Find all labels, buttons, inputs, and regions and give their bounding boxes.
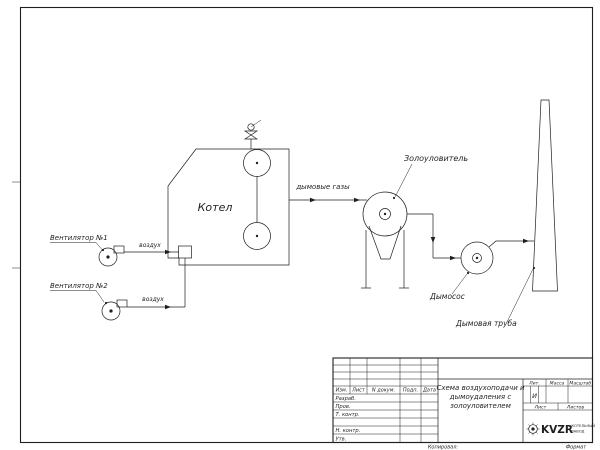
- flow-arrow-icon: [310, 197, 316, 203]
- ash-collector-leader: [392, 163, 413, 200]
- leader-dot: [466, 271, 470, 275]
- tb-header-ndoc: N докум.: [372, 388, 395, 394]
- ash-collector-symbol: [361, 191, 409, 289]
- tb-role-utv: Утв.: [336, 437, 347, 443]
- sheet-frame: [12, 6, 594, 444]
- tb-header-list: Лист: [351, 388, 366, 394]
- chimney-leader: [506, 266, 536, 323]
- valve-wheel: [247, 123, 255, 131]
- copied-label: Копировал:: [428, 445, 459, 450]
- company-name-line1: КОТЕЛЬНЫЙ: [572, 423, 596, 428]
- tb-role-prov: Пров.: [336, 404, 351, 410]
- fan-1-body: [98, 247, 118, 267]
- exhauster-center-dot: [475, 256, 479, 260]
- flow-arrow-icon: [450, 255, 456, 261]
- gear-tooth: [535, 424, 538, 427]
- leader-line: [506, 268, 534, 323]
- boiler-label: Котел: [198, 201, 233, 214]
- fan-2-body: [101, 301, 121, 321]
- fan-1-symbol: [98, 245, 125, 267]
- boiler-symbol: [167, 119, 290, 266]
- fan-2-hub: [109, 309, 113, 313]
- flow-arrow-icon: [523, 238, 529, 244]
- fan-2-label: Вентилятор №2: [50, 282, 108, 290]
- ash-collector-label: Золоуловитель: [404, 154, 468, 163]
- boiler-outline: [167, 148, 290, 266]
- valve-body: [243, 130, 259, 136]
- fan-1-outlet: [113, 245, 125, 254]
- drum-center-dot: [255, 234, 259, 238]
- valve-body: [243, 134, 259, 140]
- valve-lever: [250, 119, 262, 128]
- cyclone-outlet-duct: [407, 213, 461, 261]
- exhauster-body: [460, 241, 494, 275]
- air-duct-2: [127, 258, 186, 310]
- leader-line: [451, 273, 468, 295]
- gear-hub: [531, 427, 535, 431]
- exhauster-core: [472, 253, 482, 263]
- tb-role-razrab: Разраб.: [336, 396, 356, 402]
- company-name-line2: ЗАВОД: [572, 430, 585, 434]
- leader-dot: [104, 301, 108, 305]
- exhauster-outlet-line: [488, 240, 534, 248]
- tb-sheets-label: Листов: [566, 405, 584, 411]
- tb-role-tkontr: Т. контр.: [336, 412, 360, 418]
- flow-arrow-icon: [430, 237, 436, 243]
- chimney-symbol: [532, 99, 558, 292]
- leader-line: [95, 290, 105, 303]
- air-1-label: воздух: [139, 242, 161, 249]
- flow-arrow-icon: [165, 304, 171, 310]
- fan-1-hub: [106, 255, 110, 259]
- leader-line: [95, 242, 103, 250]
- title-block: Изм. Лист N докум. Подп. Дата Разраб. Пр…: [332, 357, 596, 444]
- drawing-title-line1: Схема воздухоподачи и: [436, 384, 525, 392]
- gear-tooth: [528, 431, 531, 434]
- cyclone-core: [379, 208, 391, 220]
- air-2-label: воздух: [142, 296, 164, 303]
- drawing-title-line3: золоуловителем: [450, 402, 512, 410]
- tb-header-data: Дата: [422, 388, 436, 394]
- tb-mass-label: Масса: [550, 380, 565, 386]
- flue-gas-line: [289, 197, 367, 203]
- tb-scale-label: Масштаб: [569, 380, 591, 386]
- tb-sheet-label: Лист: [534, 405, 547, 411]
- tb-lit-label: Лит.: [528, 380, 540, 386]
- fan-2-symbol: [101, 299, 128, 321]
- gear-icon: [526, 422, 540, 436]
- drawing-title-line2: дымоудаления с: [449, 393, 512, 401]
- fan-1-label: Вентилятор №1: [50, 234, 108, 242]
- fan-1-leader: [50, 242, 105, 252]
- leader-dot: [532, 266, 536, 270]
- logo-text: KVZR: [541, 424, 573, 436]
- flue-gases-label: дымовые газы: [295, 183, 350, 191]
- smoke-exhauster-label: Дымосос: [429, 292, 466, 301]
- cyclone-cone: [368, 225, 402, 260]
- tb-header-podp: Подп.: [403, 388, 418, 394]
- air-duct-1: [124, 249, 179, 255]
- smoke-exhauster-leader: [451, 271, 470, 295]
- leader-dot: [101, 248, 105, 252]
- gear-tooth: [528, 424, 531, 427]
- cyclone-center-dot: [383, 212, 387, 216]
- company-logo: KVZR КОТЕЛЬНЫЙ ЗАВОД: [526, 422, 596, 436]
- fan-2-leader: [50, 290, 108, 305]
- tb-lit-value: И: [532, 392, 537, 400]
- smoke-exhauster-symbol: [460, 238, 534, 275]
- frame-border: [19, 6, 594, 444]
- fan-2-outlet: [116, 299, 128, 308]
- flow-arrow-icon: [354, 197, 360, 203]
- chimney-label: Дымовая труба: [455, 319, 517, 328]
- gear-tooth: [535, 431, 538, 434]
- leader-line: [394, 163, 413, 198]
- title-block-border: [332, 357, 594, 444]
- format-label: Формат: [566, 445, 587, 450]
- safety-valve-icon: [243, 119, 262, 149]
- air-inlet-box: [178, 245, 192, 259]
- tb-header-izm: Изм.: [336, 388, 348, 394]
- drum-center-dot: [255, 161, 259, 165]
- leader-dot: [392, 196, 396, 200]
- tb-role-nkontr: Н. контр.: [336, 428, 361, 434]
